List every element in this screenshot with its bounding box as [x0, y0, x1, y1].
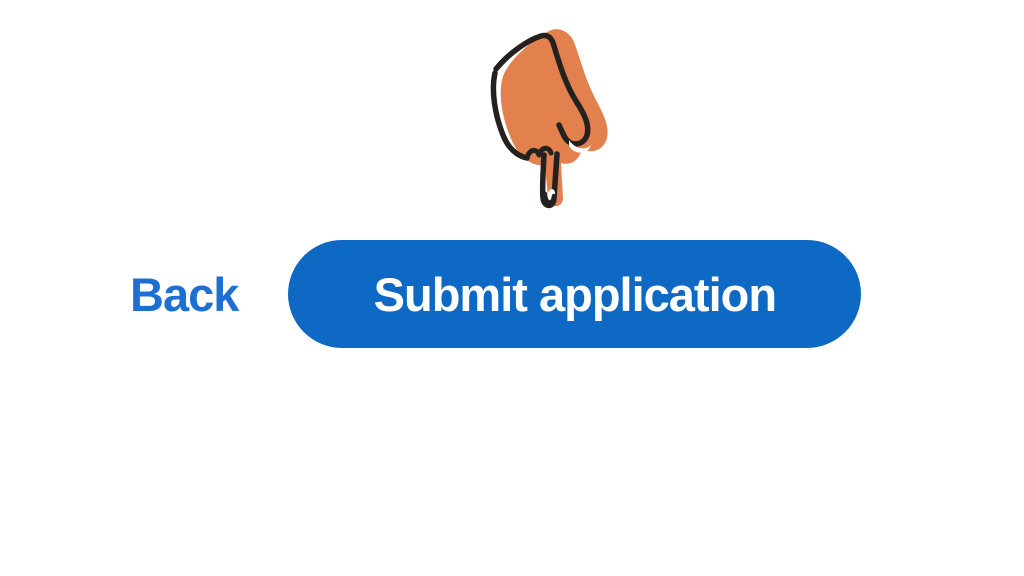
submit-application-button[interactable]: Submit application [288, 240, 862, 348]
back-button[interactable]: Back [130, 267, 239, 321]
actions-row: Back Submit application [130, 240, 862, 348]
hand-pointing-down-icon [487, 28, 615, 216]
